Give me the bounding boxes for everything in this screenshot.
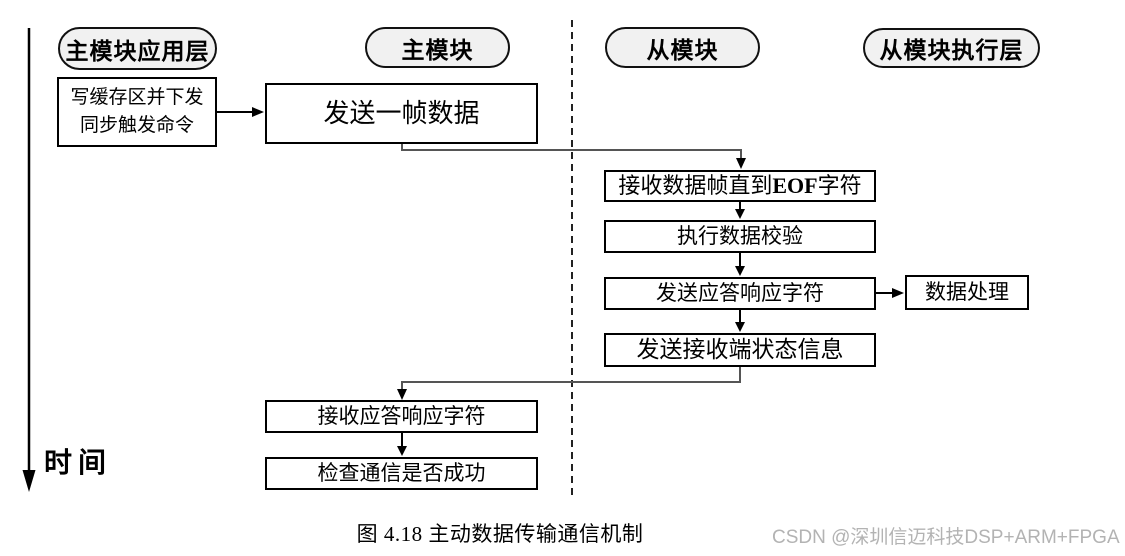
- lane-header-slave-module: 从模块: [605, 27, 760, 68]
- arrow-status-to-receiveack: [397, 367, 741, 400]
- lane-header-master-app-layer: 主模块应用层: [58, 27, 217, 70]
- timeline-label: 时间: [44, 448, 113, 479]
- arrow-sendack-to-dataprocess: [876, 288, 904, 298]
- node-write-buffer-line2: 同步触发命令: [79, 115, 194, 136]
- arrow-receiveack-to-check: [397, 433, 407, 456]
- node-verify-data: 执行数据校验: [604, 220, 876, 253]
- node-send-ack-char: 发送应答响应字符: [604, 277, 876, 310]
- arrow-send-to-receive-frame: [401, 144, 746, 169]
- receive-frame-text-eof: EOF: [772, 173, 818, 199]
- lane-header-master-module: 主模块: [365, 27, 510, 68]
- node-receive-ack-char: 接收应答响应字符: [265, 400, 538, 433]
- figure-caption: 图 4.18 主动数据传输通信机制: [356, 522, 644, 546]
- node-write-buffer-trigger: 写缓存区并下发 同步触发命令: [57, 77, 217, 147]
- node-data-processing: 数据处理: [905, 275, 1029, 310]
- node-send-receiver-status: 发送接收端状态信息: [604, 333, 876, 367]
- timeline-arrow: [22, 28, 36, 492]
- node-write-buffer-line1: 写缓存区并下发: [70, 87, 204, 109]
- node-send-one-frame: 发送一帧数据: [265, 83, 538, 144]
- arrow-receive-to-verify: [735, 202, 745, 219]
- watermark-text: CSDN @深圳信迈科技DSP+ARM+FPGA: [772, 527, 1120, 548]
- arrow-sendack-to-status: [735, 310, 745, 332]
- receive-frame-text-post: 字符: [817, 173, 862, 199]
- arrow-verify-to-sendack: [735, 253, 745, 276]
- receive-frame-text-pre: 接收数据帧直到: [618, 173, 773, 199]
- lane-header-slave-exec-layer: 从模块执行层: [863, 28, 1040, 68]
- node-check-comm-success: 检查通信是否成功: [265, 457, 538, 490]
- arrow-write-to-send: [217, 107, 264, 117]
